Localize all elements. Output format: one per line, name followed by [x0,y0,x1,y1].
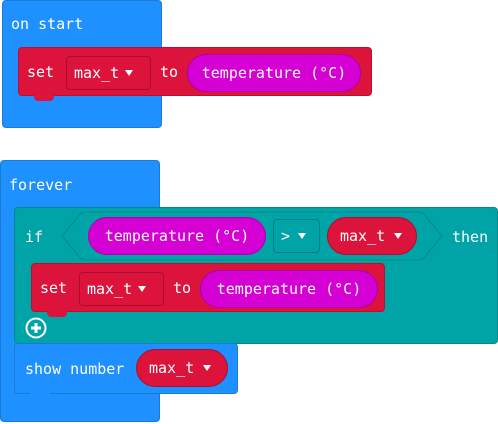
temperature-label: temperature (°C) [216,279,362,298]
variable-name: max_t [74,64,120,82]
plus-circle-icon[interactable] [24,316,48,340]
temperature-label: temperature (°C) [201,63,347,82]
chevron-down-icon [138,286,147,292]
temperature-label: temperature (°C) [104,226,250,245]
block-notch [34,95,54,101]
set-keyword: set [27,63,55,81]
chevron-down-icon [394,233,403,239]
temperature-reporter[interactable]: temperature (°C) [200,270,378,308]
variable-reporter[interactable]: max_t [136,349,228,387]
variable-dropdown[interactable]: max_t [66,56,151,90]
temperature-reporter[interactable]: temperature (°C) [88,217,266,255]
chevron-down-icon [298,233,307,239]
variable-reporter[interactable]: max_t [327,217,417,255]
chevron-down-icon [203,365,212,371]
block-notch [30,393,50,399]
if-keyword: if [25,228,44,246]
chevron-down-icon [125,70,134,76]
variable-name: max_t [87,280,133,298]
to-keyword: to [160,63,179,81]
forever-label: forever [9,176,73,194]
variable-dropdown[interactable]: max_t [79,272,164,306]
block-notch [47,311,67,317]
then-keyword: then [452,228,489,246]
variable-name: max_t [149,358,195,377]
to-keyword: to [173,279,192,297]
set-variable-block[interactable]: set max_t to temperature (°C) [31,263,385,312]
operator-symbol: > [281,227,291,245]
on-start-label: on start [11,15,84,33]
variable-name: max_t [340,226,386,245]
show-number-label: show number [25,360,125,378]
set-keyword: set [40,279,68,297]
temperature-reporter[interactable]: temperature (°C) [187,54,361,92]
operator-dropdown[interactable]: > [273,219,320,253]
set-variable-block[interactable]: set max_t to temperature (°C) [18,47,372,96]
